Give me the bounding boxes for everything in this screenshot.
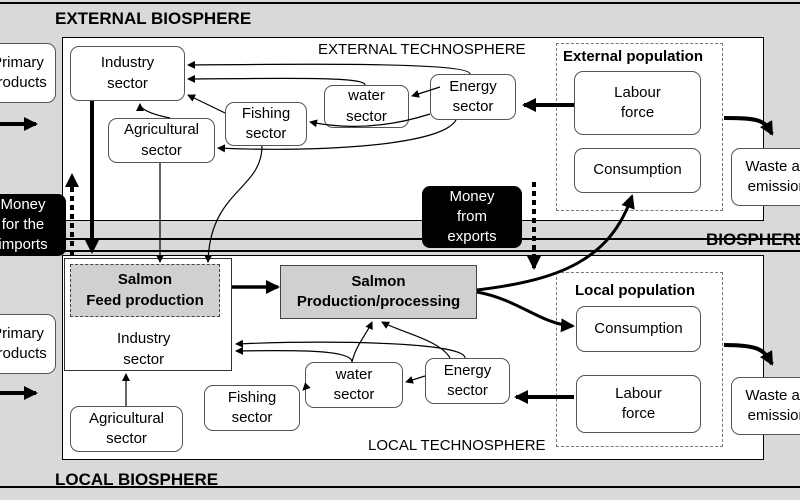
external-biosphere-title: EXTERNAL BIOSPHERE xyxy=(55,9,252,28)
external-energy-to-industry-arrow xyxy=(187,60,471,75)
local-industry-sector-label: Industry sector xyxy=(117,330,171,368)
salmon-production-processing-box: Salmon Production/processing xyxy=(280,265,477,319)
external-energy-sector-box: Energy sector xyxy=(430,74,516,120)
biosphere-label: BIOSPHERE xyxy=(706,230,800,249)
local-energy-to-water-arrow xyxy=(405,375,426,384)
external-labour-force-box: Labour force xyxy=(574,71,701,135)
external-population-frame xyxy=(556,43,723,211)
money-from-exports-box: Money from exports xyxy=(422,186,522,248)
production-to-local-consumption-arrow xyxy=(476,290,575,333)
local-consumption-box: Consumption xyxy=(576,306,701,352)
local-energy-sector-box: Energy sector xyxy=(425,358,510,404)
local-primary-products-box: Primary products xyxy=(0,314,56,374)
external-water-sector-box: water sector xyxy=(324,85,409,128)
external-waste-outflow-arrow xyxy=(723,116,774,136)
external-primary-products-box: Primary products xyxy=(0,43,56,103)
local-technosphere-title: LOCAL TECHNOSPHERE xyxy=(368,437,546,454)
local-waste-outflow-arrow xyxy=(723,343,774,366)
external-industry-sector-box: Industry sector xyxy=(70,46,185,101)
external-energy-to-fishing-arrow xyxy=(309,113,431,128)
external-water-to-industry-arrow xyxy=(187,74,366,86)
external-consumption-box: Consumption xyxy=(574,148,701,193)
external-technosphere-title: EXTERNAL TECHNOSPHERE xyxy=(318,41,526,58)
local-water-to-industry-arrow xyxy=(235,346,353,363)
external-waste-emissions-box: Waste and emissions xyxy=(731,148,800,206)
local-biosphere-title: LOCAL BIOSPHERE xyxy=(55,470,219,489)
external-fishing-to-industry-arrow xyxy=(187,94,226,114)
local-population-title: Local population xyxy=(575,282,695,299)
local-labour-force-box: Labour force xyxy=(576,375,701,433)
local-water-to-production-arrow xyxy=(351,321,373,363)
local-energy-to-industry-arrow xyxy=(235,339,466,359)
external-energy-to-water-arrow xyxy=(411,86,441,98)
external-agricultural-to-industry-arrow xyxy=(136,103,171,119)
local-waste-emissions-box: Waste and emissions xyxy=(731,377,800,435)
external-energy-to-agricultural-arrow xyxy=(217,119,457,153)
local-agricultural-sector-box: Agricultural sector xyxy=(70,406,183,452)
local-population-frame xyxy=(556,272,723,447)
money-for-imports-box: Money for the imports xyxy=(0,194,66,256)
salmon-feed-production-box: Salmon Feed production xyxy=(70,264,220,317)
local-fishing-sector-box: Fishing sector xyxy=(204,385,300,431)
local-water-to-fishing-arrow xyxy=(302,382,311,391)
production-to-external-consumption-arrow xyxy=(476,194,635,292)
local-energy-to-production-arrow xyxy=(381,321,451,359)
local-water-sector-box: water sector xyxy=(305,362,403,408)
external-agricultural-sector-box: Agricultural sector xyxy=(108,118,215,163)
external-population-title: External population xyxy=(563,48,704,65)
external-fishing-sector-box: Fishing sector xyxy=(225,102,307,146)
external-fishing-to-feed-arrow xyxy=(204,145,263,263)
